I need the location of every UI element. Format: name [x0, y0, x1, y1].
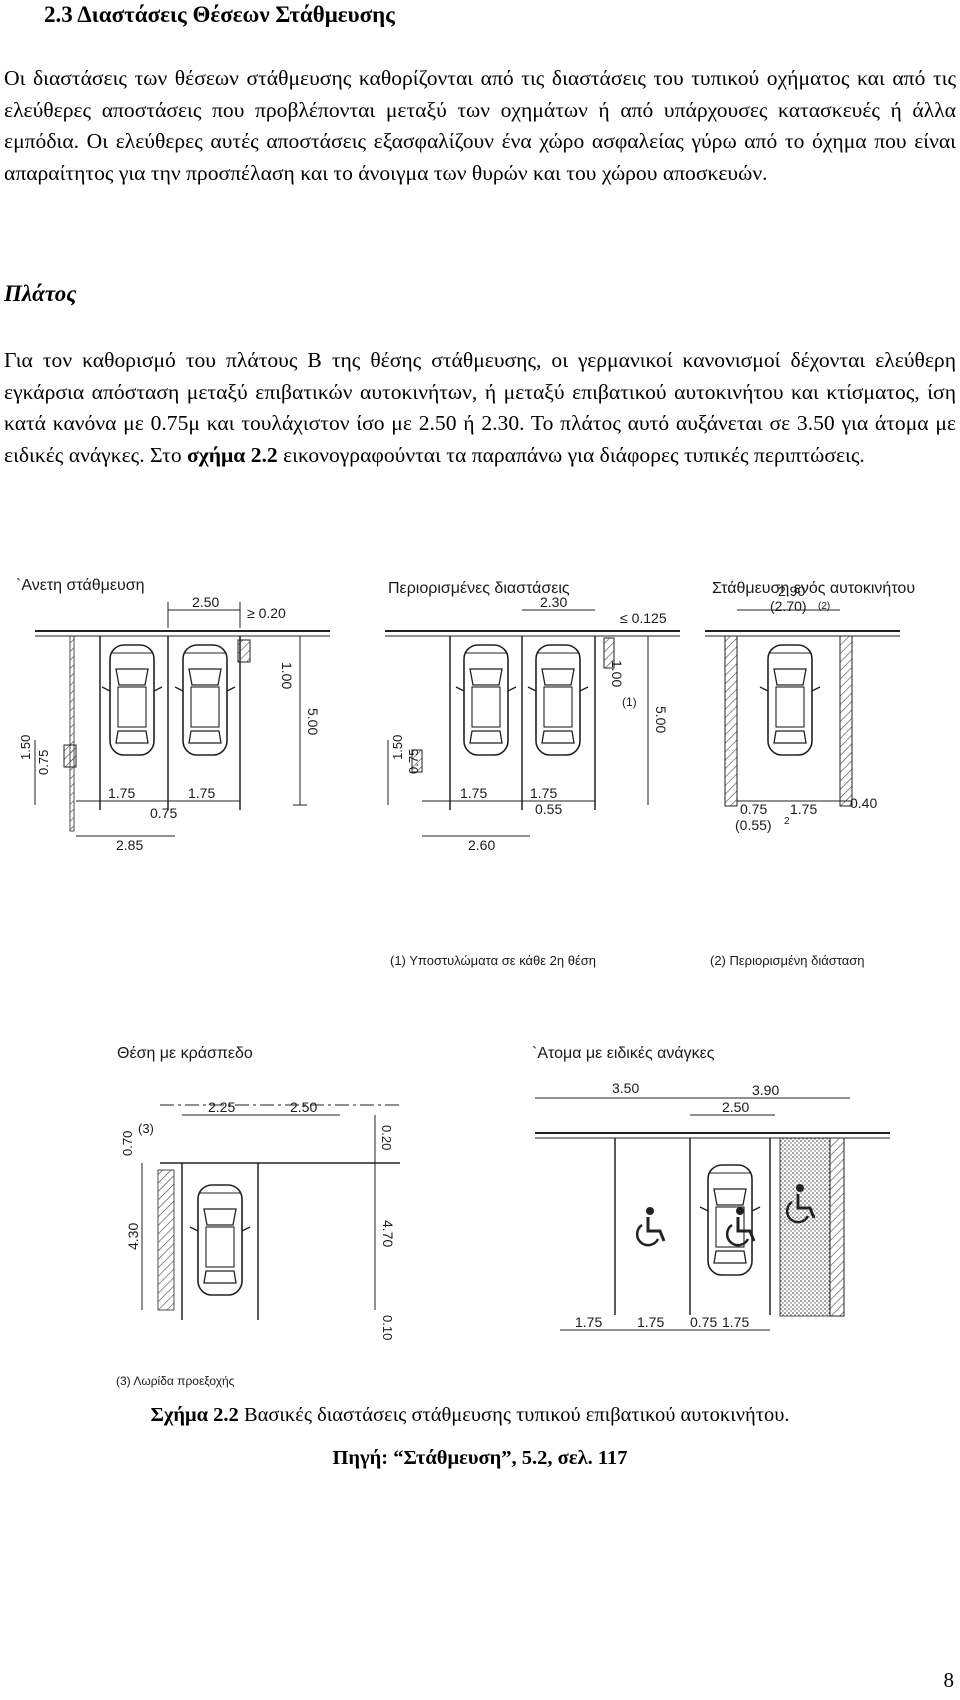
curb-dim-1: 2.25 — [208, 1099, 235, 1115]
restricted-dim-4: (1) — [622, 695, 637, 709]
panel-accessible-title: `Ατομα με ειδικές ανάγκες — [532, 1045, 715, 1062]
accessible-dim-4: 1.75 — [575, 1314, 602, 1330]
parking-dimensions-figure: `Ανετη στάθμευση 2.50 ≥ 0.20 1.00 5.00 1… — [16, 577, 915, 1388]
panel-accessible: `Ατομα με ειδικές ανάγκες 3.50 3.90 2.50… — [532, 1045, 890, 1331]
panel-restricted: Περιορισμένες διαστάσεις 2.30 ≤ 0.125 1.… — [385, 580, 680, 853]
width-paragraph-text: Για τον καθορισμό του πλάτους Β της θέση… — [4, 348, 956, 468]
panel-single-car: Στάθμευση ενός αυτοκινήτου 2.90 (2.70) (… — [705, 580, 915, 833]
restricted-dim-2: ≤ 0.125 — [620, 610, 667, 626]
note-3: (3) Λωρίδα προεξοχής — [116, 1374, 235, 1388]
figure-caption: Σχήμα 2.2 Βασικές διαστάσεις στάθμευσης … — [0, 1404, 950, 1427]
single-dim-6: 0.40 — [850, 795, 877, 811]
single-dim-2: (2.70) — [770, 598, 807, 614]
page-number: 8 — [943, 1668, 955, 1692]
free-dim-6: 0.75 — [36, 750, 51, 775]
panel-curb-title: Θέση με κράσπεδο — [117, 1045, 253, 1062]
note-1: (1) Υποστυλώματα σε κάθε 2η θέση — [390, 953, 596, 968]
panel-free-title: `Ανετη στάθμευση — [16, 577, 145, 594]
curb-dim-6: 4.30 — [125, 1223, 141, 1250]
curb-dim-3: (3) — [138, 1121, 154, 1136]
curb-dim-7: 4.70 — [380, 1220, 396, 1247]
section-heading: 2.3 Διαστάσεις Θέσεων Στάθμευσης — [44, 2, 395, 27]
restricted-dim-3: 1.00 — [609, 660, 625, 687]
curb-dim-8: 0.10 — [380, 1315, 395, 1340]
single-dim-8: 2 — [784, 816, 790, 827]
accessible-dim-6: 0.75 — [690, 1314, 717, 1330]
free-dim-3: 1.00 — [279, 662, 295, 689]
panel-single-title: Στάθμευση ενός αυτοκινήτου — [712, 580, 915, 597]
accessible-dim-1: 3.50 — [612, 1080, 639, 1096]
accessible-dim-7: 1.75 — [722, 1314, 749, 1330]
restricted-dim-8: 1.75 — [460, 785, 487, 801]
caption-label: Σχήμα 2.2 — [150, 1404, 239, 1426]
restricted-dim-11: 2.60 — [468, 837, 495, 853]
figure-source: Πηγή: “Στάθμευση”, 5.2, σελ. 117 — [332, 1447, 628, 1469]
figure-reference: σχήμα 2.2 — [187, 443, 278, 468]
restricted-dim-1: 2.30 — [540, 594, 567, 610]
width-paragraph: Για τον καθορισμό του πλάτους Β της θέση… — [4, 345, 956, 472]
accessible-dim-2: 3.90 — [752, 1082, 779, 1098]
restricted-dim-7: 0.75 — [406, 749, 421, 774]
panel-curb: Θέση με κράσπεδο 2.25 2.50 (3) 0.70 0.20… — [116, 1045, 400, 1388]
curb-dim-5: 0.20 — [379, 1125, 394, 1150]
caption-text: Βασικές διαστάσεις στάθμευσης τυπικού επ… — [238, 1404, 790, 1426]
free-dim-8: 1.75 — [188, 785, 215, 801]
single-dim-7: (0.55) — [735, 817, 772, 833]
free-dim-7: 1.75 — [108, 785, 135, 801]
note-2: (2) Περιορισμένη διάσταση — [710, 953, 865, 968]
free-dim-4: 5.00 — [305, 708, 321, 735]
free-dim-1: 2.50 — [192, 594, 219, 610]
width-subheading: Πλάτος — [4, 281, 77, 306]
curb-dim-4: 0.70 — [120, 1131, 135, 1156]
accessible-dim-3: 2.50 — [722, 1099, 749, 1115]
intro-paragraph: Οι διαστάσεις των θέσεων στάθμευσης καθο… — [4, 66, 956, 186]
single-dim-4: 0.75 — [740, 801, 767, 817]
restricted-dim-9: 1.75 — [530, 785, 557, 801]
accessible-dim-5: 1.75 — [637, 1314, 664, 1330]
panel-free-parking: `Ανετη στάθμευση 2.50 ≥ 0.20 1.00 5.00 1… — [16, 577, 330, 853]
restricted-dim-5: 5.00 — [653, 706, 669, 733]
curb-dim-2: 2.50 — [290, 1099, 317, 1115]
width-paragraph-tail: εικονογραφούνται τα παραπάνω για διάφορε… — [277, 443, 865, 468]
single-dim-5: 1.75 — [790, 801, 817, 817]
free-dim-5: 1.50 — [18, 735, 33, 760]
restricted-dim-10: 0.55 — [535, 801, 562, 817]
free-dim-2: ≥ 0.20 — [247, 605, 286, 621]
free-dim-9: 0.75 — [150, 805, 177, 821]
panel-restricted-title: Περιορισμένες διαστάσεις — [388, 580, 570, 597]
single-dim-1: 2.90 — [778, 583, 805, 599]
restricted-dim-6: 1.50 — [390, 735, 405, 760]
single-dim-3: (2) — [818, 601, 830, 612]
free-dim-10: 2.85 — [116, 837, 143, 853]
